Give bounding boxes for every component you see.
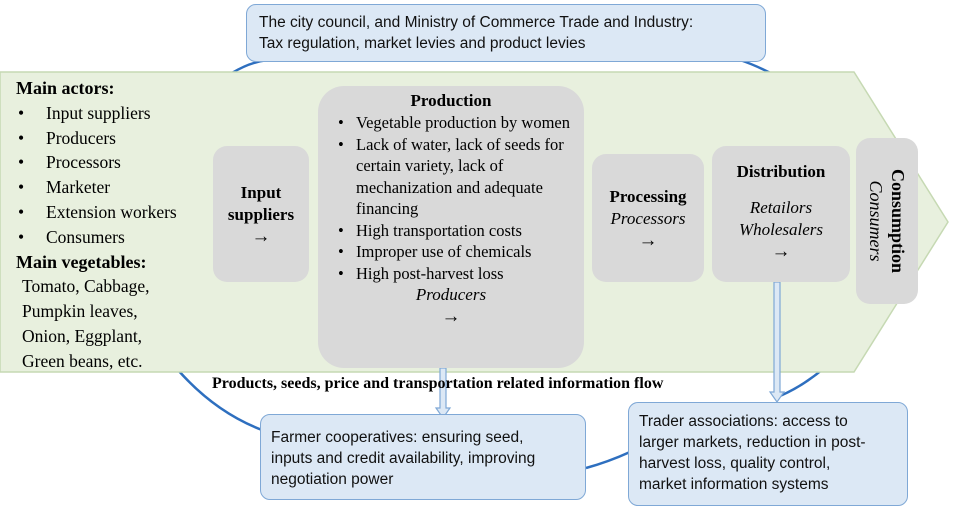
processing-title: Processing: [609, 187, 687, 206]
cooperatives-line-1: Farmer cooperatives: ensuring seed,: [271, 429, 524, 446]
vegetable-line: Green beans, etc.: [22, 350, 143, 371]
input-suppliers-stage: Input suppliers →: [213, 146, 309, 282]
input-stage-title-2: suppliers: [227, 205, 295, 224]
actor-item: Producers: [16, 126, 216, 151]
production-issue: High post-harvest loss: [318, 263, 578, 285]
distribution-actor-1: Retailors: [749, 198, 813, 217]
consumption-title: Consumption: [888, 168, 908, 274]
actor-item: Processors: [16, 150, 216, 175]
traders-line-2: larger markets, reduction in post-: [639, 434, 866, 451]
distribution-title: Distribution: [736, 162, 826, 181]
traders-line-4: market information systems: [639, 476, 829, 493]
production-issue: High transportation costs: [318, 220, 578, 242]
vegetable-line: Onion, Eggplant,: [22, 325, 143, 346]
production-issue: Improper use of chemicals: [318, 241, 578, 263]
actor-item: Input suppliers: [16, 101, 216, 126]
actor-item: Marketer: [16, 175, 216, 200]
processing-stage: Processing Processors →: [592, 154, 704, 282]
distribution-down-arrow: [768, 281, 786, 404]
information-flow-label: Products, seeds, price and transportatio…: [212, 375, 664, 392]
distribution-actor-2: Wholesalers: [738, 220, 824, 239]
consumption-label: Consumption Consumers: [865, 169, 909, 273]
production-title: Production: [410, 91, 492, 110]
main-vegetables-title: Main vegetables:: [16, 251, 147, 272]
cooperatives-line-3: negotiation power: [271, 471, 394, 488]
right-arrow-icon: →: [251, 226, 271, 247]
production-stage: Production Vegetable production by women…: [318, 86, 584, 368]
consumption-stage: Consumption Consumers: [856, 138, 918, 304]
cooperatives-line-2: inputs and credit availability, improvin…: [271, 450, 536, 467]
right-arrow-icon: →: [638, 230, 658, 251]
vegetable-line: Tomato, Cabbage,: [22, 276, 150, 297]
production-issue: Lack of water, lack of seeds for certain…: [318, 134, 578, 220]
actor-item: Consumers: [16, 225, 216, 250]
main-actors-list: Input suppliers Producers Processors Mar…: [16, 101, 216, 250]
production-down-arrow: [434, 367, 452, 420]
input-stage-title-1: Input: [240, 183, 282, 202]
processing-actor: Processors: [610, 209, 686, 228]
government-box: The city council, and Ministry of Commer…: [246, 4, 766, 62]
traders-line-1: Trader associations: access to: [639, 413, 848, 430]
traders-line-3: harvest loss, quality control,: [639, 455, 831, 472]
government-line-1: The city council, and Ministry of Commer…: [259, 14, 694, 31]
actor-item: Extension workers: [16, 200, 216, 225]
main-actors-title: Main actors:: [16, 78, 115, 98]
cycle-arc-bottom-middle: [585, 450, 631, 470]
production-actor: Producers: [415, 285, 487, 304]
consumption-actor: Consumers: [866, 180, 886, 262]
production-issues-list: Vegetable production by women Lack of wa…: [318, 112, 584, 284]
right-arrow-icon: →: [441, 306, 461, 327]
farmer-cooperatives-box: Farmer cooperatives: ensuring seed, inpu…: [260, 414, 586, 500]
vegetable-line: Pumpkin leaves,: [22, 301, 138, 322]
right-arrow-icon: →: [771, 241, 791, 262]
government-line-2: Tax regulation, market levies and produc…: [259, 35, 586, 52]
distribution-stage: Distribution Retailors Wholesalers →: [712, 146, 850, 282]
actors-panel: Main actors: Input suppliers Producers P…: [16, 76, 216, 374]
trader-associations-box: Trader associations: access to larger ma…: [628, 402, 908, 506]
cycle-arc-bottom-left: [177, 369, 263, 432]
production-issue: Vegetable production by women: [318, 112, 578, 134]
